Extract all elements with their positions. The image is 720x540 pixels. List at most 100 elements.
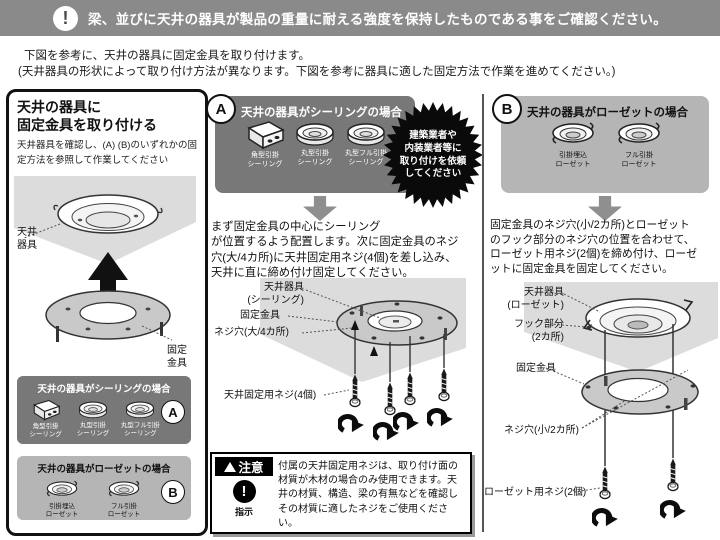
starburst-shape [383,102,483,208]
fixture-item-label: 丸型フル引掛 シーリング [120,422,160,438]
label-ceiling-fixture-b: 天井器具 (ローゼット) [507,287,564,311]
leader-line [545,367,585,385]
leader-arrowhead [586,324,592,331]
rotate-arrow-icon [394,415,418,431]
warning-banner: ! 梁、並びに天井の器具が製品の重量に耐える強度を保持したものである事をご確認く… [0,0,720,36]
leader-line [323,389,350,396]
ceiling-fixture-drawing [53,194,163,234]
starburst-text: 建築業者や 内装業者等に 取り付けを依頼 してください [399,130,467,180]
section-a-badge: A [206,94,236,124]
fixture-item: 丸型フル引掛 シーリング [345,120,387,170]
left-panel-title: 天井の器具に 固定金具を取り付ける [17,99,157,134]
fixture-item: 角型引掛 シーリング [25,399,66,439]
caution-text: 付属の天井固定用ネジは、取り付け面の 材質が木材の場合のみ使用できます。天 井の… [278,461,458,529]
ceiling-type-box-title: 天井の器具がシーリングの場合 [37,384,171,395]
label-fixing-bracket-a: 固定金具 [240,310,280,321]
warning-triangle-icon [224,461,237,472]
section-b-badge: B [492,94,522,124]
square-ceiling-icon [245,120,285,150]
label-ceiling-fixture: 天井 器具 [17,227,37,251]
leader-line [305,289,381,319]
rosette-type-box-title: 天井の器具がローゼットの場合 [37,464,171,475]
leader-line [141,325,173,341]
fixture-item: 丸型引掛 シーリング [72,399,113,438]
exclamation-icon: ! [52,5,78,31]
leader-line [23,223,61,239]
leader-line [563,293,601,313]
section-b-title: 天井の器具がローゼットの場合 [527,107,688,119]
round-ceiling-icon [78,399,108,420]
ceiling-mount-diagram-a [260,278,466,450]
ceiling-screw [438,368,450,402]
fixture-item: 引掛埋込 ローゼット [38,479,86,519]
ceiling-type-box: 天井の器具がシーリングの場合 角型引掛 シーリング 丸型引掛 シーリング 丸型フ… [17,376,191,444]
warning-banner-text: 梁、並びに天井の器具が製品の重量に耐える強度を保持したものである事をご確認くださ… [87,12,668,27]
section-a-header: 天井の器具がシーリングの場合 角型引掛 シーリング 丸型引掛 シーリング 丸型フ… [215,96,415,193]
fixture-item-label: 角型引掛 シーリング [247,152,283,168]
rotate-arrow-icon [661,503,685,519]
instruction-icon: ! [232,480,256,503]
badge-b: B [161,480,185,504]
label-screw-hole-a: ネジ穴(大/4カ所) [214,327,289,338]
left-panel-subtitle: 天井器具を確認し、(A) (B)のいずれかの固定方法を参照して作業してください [17,140,197,166]
fixture-item-label: 引掛埋込 ローゼット [45,503,79,519]
leader-line [581,369,689,429]
fixture-item-label: フル引掛 ローゼット [621,152,657,168]
fixing-bracket-drawing [581,369,699,415]
caution-title-bar: 注意 [215,457,273,476]
label-ceiling-fixture-a: 天井器具 (シーリング) [247,282,304,306]
fixture-item: 丸型引掛 シーリング [295,120,335,170]
section-b-header: 天井の器具がローゼットの場合 引掛埋込 ローゼット フル引掛 ローゼット [501,96,709,193]
rosette-fixture-drawing [582,298,694,338]
badge-a: A [161,400,185,424]
leader-line [301,327,353,334]
bracket-mounting-diagram [14,176,196,342]
label-fixing-bracket-b: 固定金具 [516,363,556,374]
instruction-label: 指示 [234,507,253,517]
rosette-mount-diagram-b [524,282,718,538]
left-panel: 天井の器具に 固定金具を取り付ける 天井器具を確認し、(A) (B)のいずれかの… [6,89,208,536]
rosette-type-box: 天井の器具がローゼットの場合 引掛埋込 ローゼット フル引掛 ローゼット B [17,456,191,520]
fixture-item: 引掛埋込 ローゼット [550,120,596,170]
fixture-item-label: 角型引掛 シーリング [29,423,62,439]
leader-line [573,487,601,493]
contractor-starburst: 建築業者や 内装業者等に 取り付けを依頼 してください [383,102,483,208]
fixture-item-label: 丸型フル引掛 シーリング [345,150,387,166]
ceiling-screw [384,382,396,416]
fixture-item: フル引掛 ローゼット [616,120,662,170]
fixture-item-label: フル引掛 ローゼット [107,503,141,519]
down-arrow-icon [303,196,337,221]
caution-title: 注意 [238,461,264,475]
rotate-arrow-icon [593,511,617,527]
intro-line-1: 下図を参考に、天井の器具に固定金具を取り付けます。 [24,50,311,62]
label-ceiling-screws-a: 天井固定用ネジ(4個) [224,390,317,401]
fixture-item: 角型引掛 シーリング [245,120,285,170]
section-a-body: まず固定金具の中心にシーリング が位置するよう配置します。次に固定金具のネジ 穴… [211,221,459,279]
label-fixing-bracket: 固定 金具 [167,345,187,369]
caution-icon-column: 注意 ! 指示 [212,454,276,532]
fixture-item: フル引掛 ローゼット [100,479,148,519]
fixture-item-label: 丸型引掛 シーリング [297,150,333,166]
rosette-icon [45,479,79,501]
rosette-screw [599,466,611,500]
square-ceiling-icon [31,399,61,421]
caution-box: 注意 ! 指示 付属の天井固定用ネジは、取り付け面の 材質が木材の場合のみ使用で… [210,452,472,534]
fixing-bracket-drawing [45,290,171,342]
label-rosette-screws-b: ローゼット用ネジ(2個) [484,487,587,498]
round-ceiling-icon [295,120,335,148]
rotate-arrow-icon [339,417,363,433]
rotate-arrow-icon [428,411,452,427]
leader-line [581,399,627,429]
column-divider [482,94,484,532]
label-screw-hole-b: ネジ穴(小/2カ所) [504,425,579,436]
ceiling-screw [404,372,416,406]
full-rosette-icon [107,479,141,501]
fixture-item-label: 引掛埋込 ローゼット [555,152,591,168]
section-b-body: 固定金具のネジ穴(小/2カ所)とローゼット のフック部分のネジ穴の位置を合わせて… [490,219,697,275]
fixture-item: 丸型フル引掛 シーリング [120,399,161,438]
intro-line-2: (天井器具の形状によって取り付け方法が異なります。下図を参考に器具に適した固定方… [18,66,616,78]
round-full-ceiling-icon [125,399,155,420]
round-full-ceiling-icon [346,120,386,148]
leader-line [287,315,339,323]
